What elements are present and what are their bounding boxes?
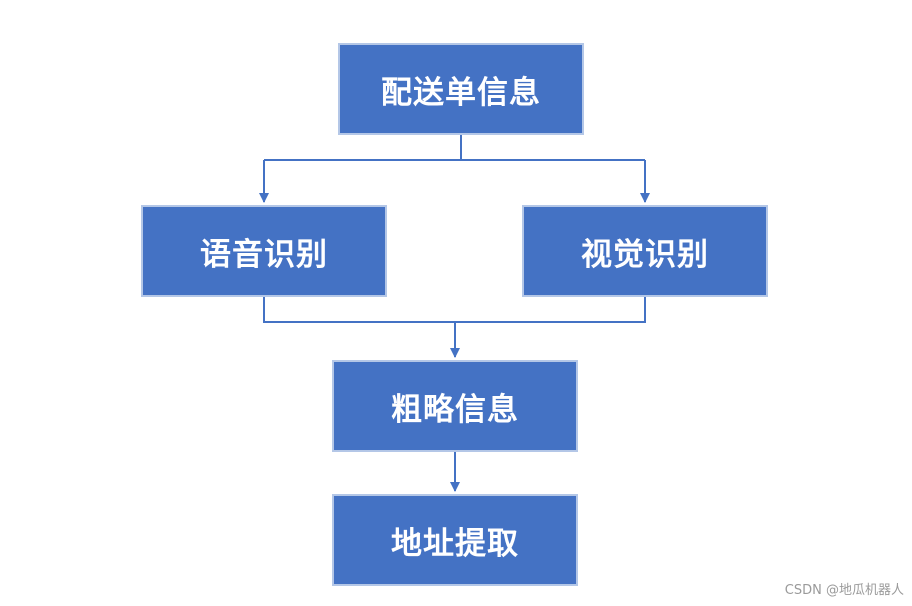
node-delivery-info-label: 配送单信息 [381, 74, 541, 111]
connector-split-line [264, 134, 645, 161]
node-speech-recognition-label: 语音识别 [200, 236, 328, 273]
node-address-extraction: 地址提取 [332, 494, 578, 586]
node-delivery-info: 配送单信息 [338, 43, 584, 135]
node-speech-recognition: 语音识别 [141, 205, 387, 297]
node-visual-recognition-label: 视觉识别 [581, 236, 709, 273]
watermark-text: CSDN @地瓜机器人 [784, 583, 904, 598]
node-rough-info-label: 粗略信息 [391, 391, 519, 428]
connector-merge-line [263, 296, 646, 323]
node-visual-recognition: 视觉识别 [522, 205, 768, 297]
node-address-extraction-label: 地址提取 [391, 525, 519, 562]
node-rough-info: 粗略信息 [332, 360, 578, 452]
